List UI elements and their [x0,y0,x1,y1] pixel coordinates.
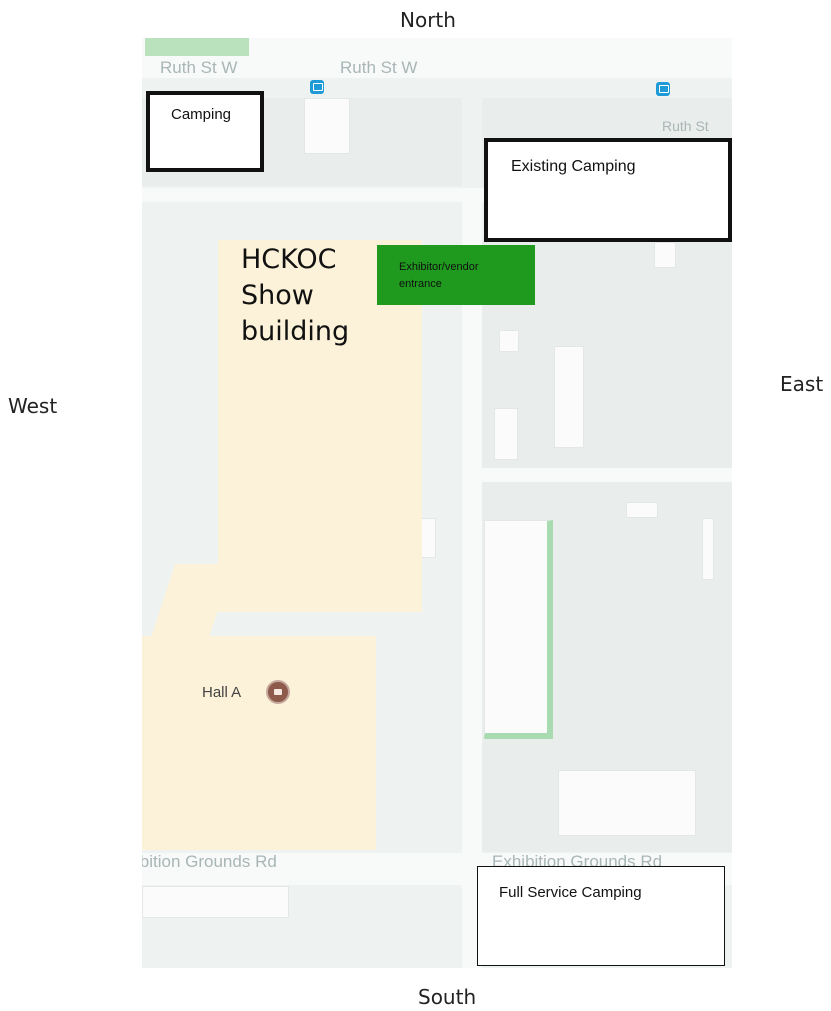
exhibitor-entrance-box[interactable]: Exhibitor/vendor entrance [377,245,535,305]
east-label: East [780,372,824,396]
small-building [142,886,289,918]
existing-camping-label: Existing Camping [511,158,636,175]
show-building-label-line: building [241,316,350,347]
street-label-ruth-st: Ruth St [662,118,709,134]
full-service-camping-box[interactable] [477,866,725,966]
bus-stop-icon[interactable] [656,82,670,96]
park-strip [145,38,249,56]
long-building [484,520,553,739]
small-building [702,518,714,580]
south-label: South [418,985,477,1009]
camping-box[interactable] [146,91,264,172]
show-building-label: HCKOC Show building [241,242,349,350]
street-label-ruth-st-w: Ruth St W [160,58,238,77]
small-building [654,242,676,268]
hall-a-label: Hall A [202,684,242,701]
small-building [554,346,584,448]
west-label: West [8,394,58,418]
show-building-label-line: HCKOC [241,244,337,275]
road-east [472,468,732,482]
small-building [494,408,518,460]
street-label-ruth-st-w: Ruth St W [340,58,418,77]
show-building-annex [382,388,422,448]
small-building [499,330,519,352]
bus-stop-icon[interactable] [310,80,324,94]
small-building [304,98,350,154]
small-building [558,770,696,836]
hall-a-building [142,636,376,850]
street-label-exhibition-grounds: ibition Grounds Rd [142,852,277,871]
existing-camping-box[interactable] [484,138,732,242]
camping-label: Camping [171,106,232,123]
exhibitor-entrance-label: Exhibitor/vendor entrance [399,261,479,290]
full-service-camping-label: Full Service Camping [499,884,642,901]
show-building-label-line: Show [241,280,314,311]
road-central [462,188,482,968]
small-building [626,502,658,518]
lock-icon[interactable] [266,680,290,704]
north-label: North [400,8,456,32]
